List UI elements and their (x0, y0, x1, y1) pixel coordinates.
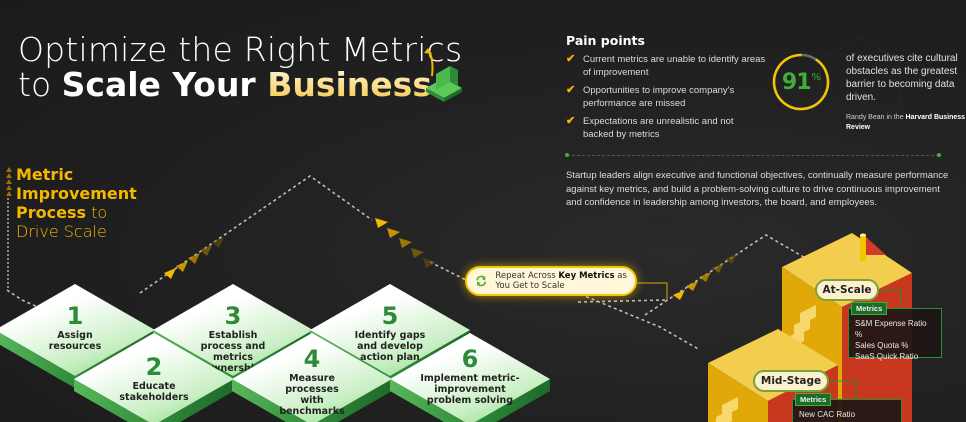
divider-dot (565, 153, 569, 157)
source-publication: Harvard Business Review (846, 114, 966, 131)
pain-point-item: ✔ Current metrics are unable to identify … (566, 53, 766, 79)
metrics-tag: Metrics (851, 302, 888, 315)
step-number: 1 (66, 302, 84, 330)
pain-points-section: Pain points ✔ Current metrics are unable … (566, 33, 766, 146)
stat-number: 91 (781, 69, 812, 95)
check-icon: ✔ (566, 53, 576, 65)
connector-line (829, 380, 857, 400)
repeat-callout: Repeat Across Key Metrics as You Get to … (465, 266, 637, 296)
check-icon: ✔ (566, 115, 576, 127)
metric-item: New CAC Ratio (799, 410, 856, 419)
mid-stage-metrics: Metrics New CAC Ratio (792, 393, 902, 422)
arrow-ticks-icon (6, 167, 14, 197)
step-4: 4 Measure processes with benchmarks (232, 333, 392, 422)
title-prefix: to (18, 65, 62, 104)
metric-item: SaaS Quick Ratio (855, 352, 919, 361)
connector-line (879, 289, 902, 309)
at-scale-metrics: Metrics S&M Expense Ratio % Sales Quota … (848, 302, 942, 361)
step-label: Implement metric-improvement problem sol… (420, 373, 520, 406)
process-heading-bold: Process (16, 203, 86, 222)
section-divider (567, 155, 939, 156)
step-label: Identify gaps and develop action plan (354, 330, 426, 363)
repeat-text: Repeat Across Key Metrics as You Get to … (495, 271, 635, 291)
page-title: Optimize the Right Metrics to Scale Your… (18, 32, 462, 102)
process-heading-line: Improvement (16, 184, 137, 203)
process-heading-line: Metric (16, 165, 74, 184)
stat-unit: % (811, 71, 821, 83)
growth-stairs-logo-icon (424, 48, 462, 102)
step-2: 2 Educate stakeholders (74, 333, 234, 422)
step-label: Assign resources (48, 330, 102, 352)
title-line-1: Optimize the Right Metrics (18, 30, 463, 69)
divider-dot (937, 153, 941, 157)
flag-icon (866, 237, 886, 255)
step-number: 2 (145, 353, 163, 381)
dotted-line (7, 198, 9, 288)
source-prefix: Randy Bean in the (846, 114, 906, 121)
repeat-suffix: as You Get to Scale (495, 271, 627, 291)
flag-pole-icon (860, 235, 866, 261)
pain-point-text: Current metrics are unable to identify a… (583, 54, 766, 78)
pain-point-text: Expectations are unrealistic and not bac… (583, 116, 734, 140)
pain-points-list: ✔ Current metrics are unable to identify … (566, 53, 766, 141)
refresh-icon (476, 275, 487, 287)
metric-item: Sales Quota % (855, 341, 909, 350)
step-number: 5 (381, 302, 399, 330)
title-line-2: to Scale Your Business (18, 67, 462, 102)
step-6: 6 Implement metric-improvement problem s… (390, 333, 550, 422)
stage-mid-stage: Mid-Stage (753, 370, 829, 392)
step-number: 3 (224, 302, 242, 330)
metric-item: S&M Expense Ratio % (855, 319, 927, 339)
process-heading: Metric Improvement Process to Drive Scal… (16, 165, 137, 241)
step-number: 6 (461, 345, 479, 373)
step-label: Measure processes with benchmarks (279, 373, 345, 417)
metrics-tag: Metrics (795, 393, 832, 406)
stat-description: of executives cite cultural obstacles as… (846, 53, 958, 103)
arrow-icons (164, 218, 737, 300)
pain-point-item: ✔ Expectations are unrealistic and not ba… (566, 115, 766, 141)
stat-value: 91% (771, 52, 831, 112)
title-bold: Scale Your (61, 65, 268, 104)
stat-source: Randy Bean in the Harvard Business Revie… (846, 113, 966, 133)
pain-point-item: ✔ Opportunities to improve company's perf… (566, 84, 766, 110)
check-icon: ✔ (566, 84, 576, 96)
process-heading-line: Drive Scale (16, 222, 107, 241)
process-heading-normal: to (86, 203, 108, 222)
repeat-prefix: Repeat Across (495, 271, 559, 281)
step-number: 4 (303, 345, 321, 373)
pain-point-text: Opportunities to improve company's perfo… (583, 85, 735, 109)
pain-points-heading: Pain points (566, 33, 645, 48)
step-label: Establish process and metrics ownership (200, 330, 266, 374)
stage-at-scale: At-Scale (815, 279, 879, 301)
repeat-bold: Key Metrics (558, 271, 615, 281)
step-label: Educate stakeholders (119, 381, 189, 403)
title-gold: Business (267, 65, 432, 104)
percentage-ring (772, 53, 830, 111)
description-text: Startup leaders align executive and func… (566, 170, 949, 208)
